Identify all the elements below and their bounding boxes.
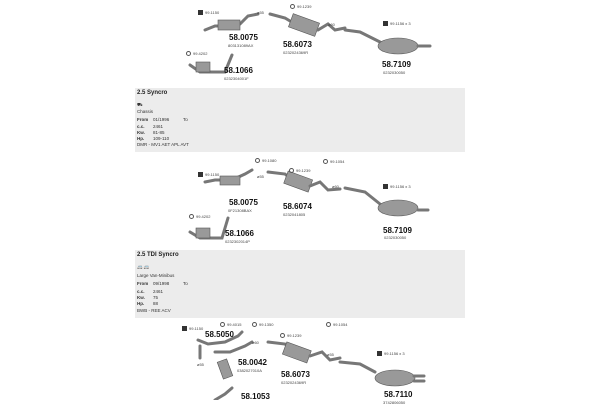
ref-clamp: 99.1156 x 3 — [377, 351, 405, 357]
ref-gasket: 99.4202 — [189, 214, 210, 220]
body-type: Large Van-Minibus — [137, 273, 175, 278]
diagram-section-1: 99.1150 99.1239 99.4202 99.1156 x 3 ø55 … — [0, 0, 600, 88]
ref-clamp: 99.1150 — [198, 172, 219, 178]
hp-row: Hp.109-110 — [137, 136, 170, 141]
ref-hanger: 99.1054 — [323, 159, 344, 165]
ref-clamp: 99.1150 — [198, 10, 219, 16]
ref-clamp: 99.1156 x 3 — [383, 21, 411, 27]
part-code[interactable]: 58.6074 — [283, 202, 312, 211]
oem-code: 3742806050 — [383, 400, 406, 405]
part-code[interactable]: 58.6073 — [281, 370, 310, 379]
oem-code: 0382027010A — [237, 368, 262, 373]
exhaust-drawing — [188, 168, 430, 240]
ref-hanger: 99.1239 — [289, 168, 310, 174]
diameter-label: ø55 — [257, 10, 264, 15]
kw-row: Kw.75 — [137, 295, 159, 300]
vehicle-title: 2.5 Syncro — [137, 90, 168, 96]
vehicle-title: 2.5 TDI Syncro — [137, 252, 179, 258]
oem-code: 0232024369R — [281, 380, 307, 385]
diameter-label: ø60 — [328, 22, 335, 27]
ref-hanger: 99.1350 — [252, 322, 273, 328]
exhaust-drawing — [188, 12, 432, 74]
ref-clamp: 99.1156 x 3 — [383, 184, 411, 190]
vehicle-info-2[interactable]: 2.5 TDI Syncro 🚐 🚐 Large Van-Minibus Fro… — [135, 250, 465, 318]
diameter-label: ø55 — [257, 174, 264, 179]
diagram-section-3: 99.1150 99.4015 99.1350 99.1054 99.1239 … — [0, 318, 600, 405]
ref-hanger: 99.1080 — [255, 158, 276, 164]
ref-hanger: 99.1239 — [280, 333, 301, 339]
engine-codes: DMR - MV1 AET APL AVT — [137, 142, 189, 147]
ref-hanger: 99.1239 — [290, 4, 311, 10]
part-code[interactable]: 58.7110 — [384, 390, 413, 399]
oem-code: 0232304001F — [224, 76, 249, 81]
oem-code: 0232041805 — [283, 212, 306, 217]
part-code[interactable]: 58.1053 — [241, 392, 270, 401]
part-code[interactable]: 58.7109 — [382, 60, 411, 69]
kw-row: Kw.81-85 — [137, 130, 165, 135]
part-code[interactable]: 58.0075 — [229, 33, 258, 42]
ref-gasket: 99.4202 — [186, 51, 207, 57]
engine-codes: BWB - REE ACV — [137, 308, 171, 313]
body-type: Chassis — [137, 109, 154, 114]
ref-clamp: 99.1150 — [182, 326, 203, 332]
part-code[interactable]: 58.6073 — [283, 40, 312, 49]
diameter-label: ø55 — [197, 362, 204, 367]
part-code[interactable]: 58.1066 — [224, 66, 253, 75]
oem-code: 0232024369R — [283, 50, 309, 55]
oem-code: 803131089AX — [228, 43, 254, 48]
oem-code: 0232030050 — [383, 70, 406, 75]
oem-code: 0232302014P — [225, 239, 250, 244]
diameter-label: ø60 — [332, 184, 339, 189]
part-code[interactable]: 58.7109 — [383, 226, 412, 235]
part-code[interactable]: 58.1066 — [225, 229, 254, 238]
oem-code: 0F21308BAX — [228, 208, 252, 213]
oem-code: 0232030050 — [384, 235, 407, 240]
hp-row: Hp.88 — [137, 301, 159, 306]
part-code[interactable]: 58.0075 — [229, 198, 258, 207]
diagram-section-2: 99.1150 99.1239 99.4202 99.1156 x 3 99.1… — [0, 152, 600, 250]
ref-ring: 99.4015 — [220, 322, 241, 328]
diameter-label: ø55 — [327, 352, 334, 357]
diameter-label: ø60 — [252, 340, 259, 345]
cc-row: c.c.2461 — [137, 124, 164, 129]
part-code[interactable]: 58.5050 — [205, 330, 234, 339]
cc-row: c.c.2461 — [137, 289, 164, 294]
van-icon: 🚐 🚐 — [137, 264, 150, 269]
body-icon: ⛟ — [137, 102, 143, 107]
part-code[interactable]: 58.0042 — [238, 358, 267, 367]
ref-hanger: 99.1054 — [326, 322, 347, 328]
exhaust-drawing — [196, 330, 426, 400]
